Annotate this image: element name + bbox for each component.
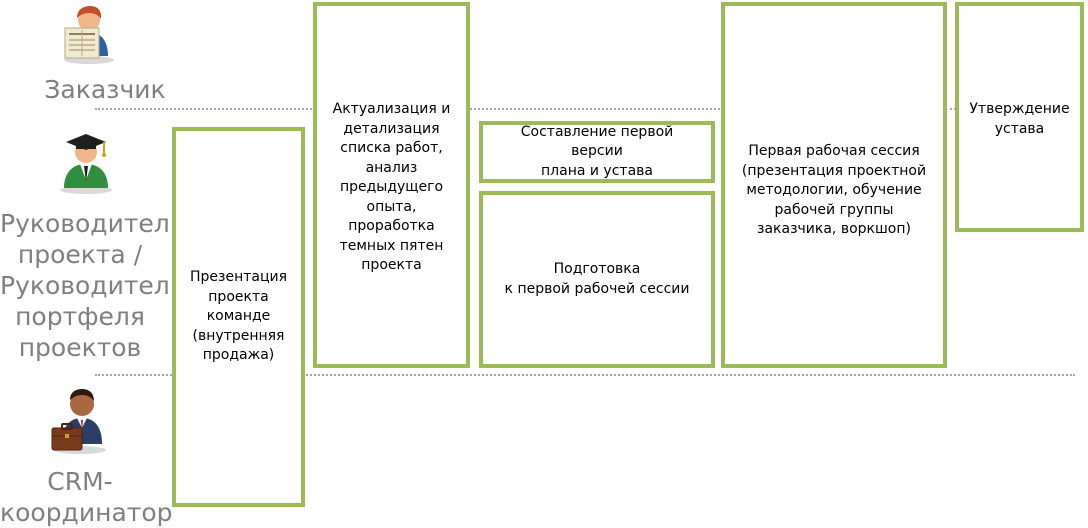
step-text-preparation: Подготовка к первой рабочей сессии [504, 261, 690, 297]
role-label-customer: Заказчик [44, 75, 166, 104]
step-box-first-draft: Составление первой версии плана и устава [479, 121, 715, 183]
step-box-actualization: Актуализация и детализация списка работ,… [313, 2, 470, 368]
step-box-work-session: Первая рабочая сессия (презентация проек… [721, 2, 947, 368]
briefcase-businessman-icon [51, 389, 106, 454]
step-text-actualization: Актуализация и детализация списка работ,… [332, 101, 451, 273]
step-text-first-draft: Составление первой версии плана и устава [520, 123, 674, 179]
step-text-presentation: Презентация проекта команде (внутренняя … [189, 269, 288, 364]
step-text-work-session: Первая рабочая сессия (презентация проек… [741, 143, 927, 237]
step-box-approval: Утверждение устава [955, 2, 1084, 232]
role-label-crm-coordinator: CRM- координатор [0, 467, 173, 527]
role-label-project-manager: Руководитель проекта / Руководитель порт… [0, 209, 185, 362]
step-text-approval: Утверждение устава [969, 101, 1070, 137]
graduate-manager-icon [60, 134, 112, 194]
lane-divider-customer-right [945, 108, 960, 110]
newspaper-reader-icon [64, 6, 114, 64]
step-box-presentation: Презентация проекта команде (внутренняя … [172, 127, 305, 507]
step-box-preparation: Подготовка к первой рабочей сессии [479, 191, 715, 368]
lane-divider-crm [95, 374, 1075, 376]
